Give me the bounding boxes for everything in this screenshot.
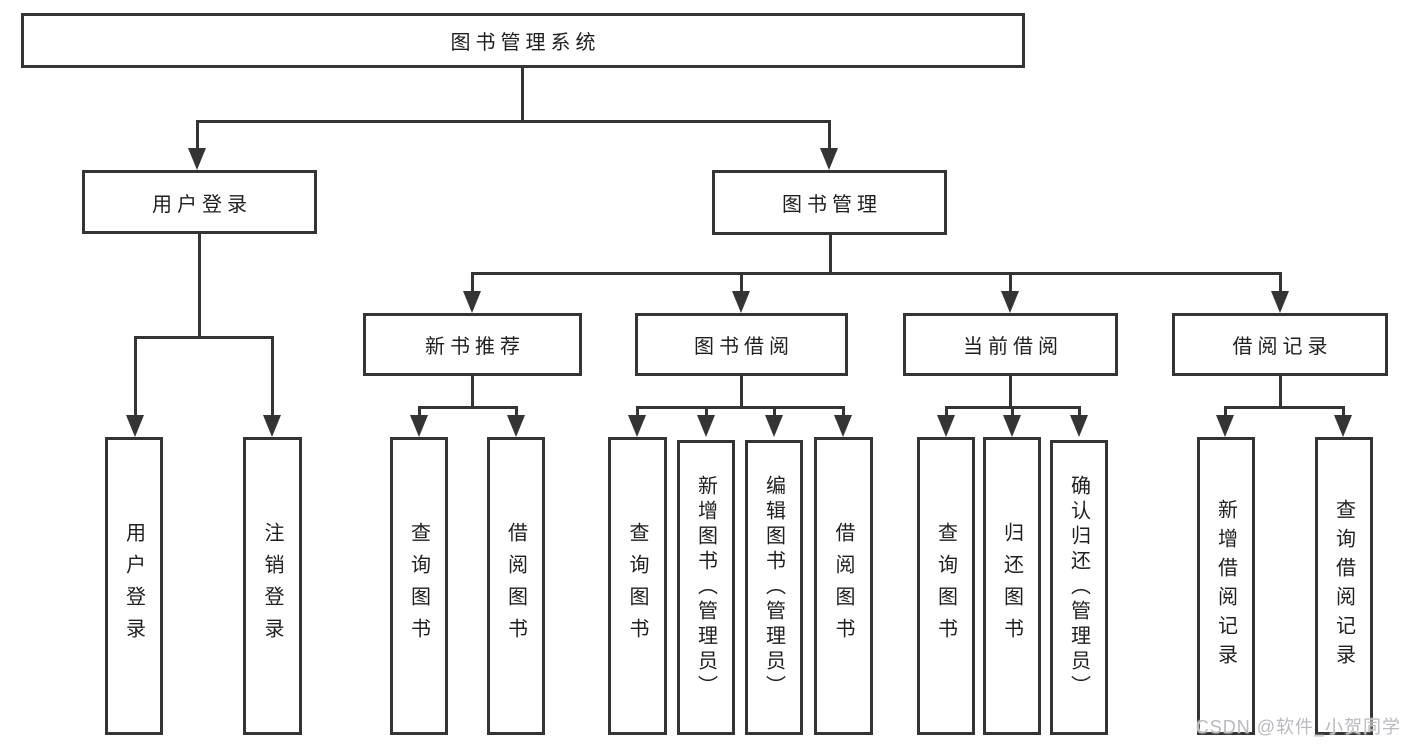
leaf-query-books-current: 查询图书 xyxy=(917,437,975,735)
arrow-down-icon xyxy=(463,291,481,313)
arrow-down-icon xyxy=(1070,415,1088,437)
arrow-down-icon xyxy=(188,148,206,170)
leaf-query-books-borrow: 查询图书 xyxy=(608,437,667,735)
node-new-book-recommend-label: 新书推荐 xyxy=(425,336,525,358)
leaf-edit-book-admin: 编辑图书（管理员） xyxy=(745,440,803,735)
leaf-query-borrow-record-label: 查询借阅记录 xyxy=(1332,499,1355,673)
arrow-down-icon xyxy=(1003,415,1021,437)
arrow-down-icon xyxy=(507,415,525,437)
node-book-management-label: 图书管理 xyxy=(782,194,882,216)
watermark: CSDN @软件_小贺同学 xyxy=(1195,717,1401,737)
connector-line xyxy=(636,406,845,409)
node-root-label: 图书管理系统 xyxy=(450,32,601,54)
node-user-login: 用户登录 xyxy=(82,170,317,234)
node-root: 图书管理系统 xyxy=(21,13,1025,68)
arrow-down-icon xyxy=(1271,291,1289,313)
leaf-logout-label: 注销登录 xyxy=(261,522,283,650)
node-new-book-recommend: 新书推荐 xyxy=(363,313,582,376)
connector-line xyxy=(471,272,474,292)
connector-line xyxy=(515,406,518,415)
node-book-management: 图书管理 xyxy=(712,170,947,235)
arrow-down-icon xyxy=(834,415,852,437)
connector-line xyxy=(829,235,832,272)
connector-line xyxy=(134,336,274,339)
node-current-borrow-label: 当前借阅 xyxy=(963,336,1063,358)
leaf-user-login-label: 用户登录 xyxy=(122,522,145,650)
arrow-down-icon xyxy=(1001,291,1019,313)
arrow-down-icon xyxy=(697,415,715,437)
arrow-down-icon xyxy=(628,415,646,437)
leaf-add-borrow-record: 新增借阅记录 xyxy=(1197,437,1255,735)
connector-line xyxy=(196,120,831,123)
connector-line xyxy=(471,272,1282,275)
connector-line xyxy=(1009,376,1012,406)
connector-line xyxy=(636,406,639,415)
connector-line xyxy=(134,336,137,415)
leaf-query-books-borrow-label: 查询图书 xyxy=(626,522,648,650)
connector-line xyxy=(1342,406,1345,415)
connector-line xyxy=(1279,272,1282,292)
leaf-query-books-current-label: 查询图书 xyxy=(934,522,957,650)
connector-line xyxy=(1009,272,1012,292)
arrow-down-icon xyxy=(410,415,428,437)
leaf-confirm-return-admin-label: 确认归还（管理员） xyxy=(1067,475,1090,700)
connector-line xyxy=(1224,406,1344,409)
leaf-add-book-admin-label: 新增图书（管理员） xyxy=(694,475,717,700)
connector-line xyxy=(1279,376,1282,406)
connector-line xyxy=(705,406,708,415)
leaf-return-books-label: 归还图书 xyxy=(1000,522,1023,650)
connector-line xyxy=(198,234,201,336)
connector-line xyxy=(271,336,274,415)
node-borrow-records: 借阅记录 xyxy=(1172,313,1388,376)
arrow-down-icon xyxy=(126,415,144,437)
connector-line xyxy=(471,376,474,406)
leaf-borrow-books-recommend-label: 借阅图书 xyxy=(504,522,527,650)
node-current-borrow: 当前借阅 xyxy=(903,313,1118,376)
node-book-borrow: 图书借阅 xyxy=(635,313,848,376)
connector-line xyxy=(1224,406,1227,415)
connector-line xyxy=(842,406,845,415)
arrow-down-icon xyxy=(820,148,838,170)
node-user-login-label: 用户登录 xyxy=(152,193,252,216)
arrow-down-icon xyxy=(1216,415,1234,437)
leaf-logout: 注销登录 xyxy=(243,437,302,735)
connector-line xyxy=(945,406,948,415)
leaf-borrow-books-borrow-label: 借阅图书 xyxy=(832,522,854,650)
leaf-add-book-admin: 新增图书（管理员） xyxy=(677,440,735,735)
node-borrow-records-label: 借阅记录 xyxy=(1232,336,1333,358)
leaf-return-books: 归还图书 xyxy=(983,437,1041,735)
connector-line xyxy=(1011,406,1014,415)
leaf-query-books-recommend-label: 查询图书 xyxy=(407,522,430,650)
connector-line xyxy=(521,68,524,120)
connector-line xyxy=(740,376,743,406)
connector-line xyxy=(1078,406,1081,415)
connector-line xyxy=(740,272,743,292)
leaf-edit-book-admin-label: 编辑图书（管理员） xyxy=(762,475,785,700)
leaf-borrow-books-recommend: 借阅图书 xyxy=(487,437,545,735)
arrow-down-icon xyxy=(765,415,783,437)
leaf-confirm-return-admin: 确认归还（管理员） xyxy=(1050,440,1108,735)
arrow-down-icon xyxy=(263,415,281,437)
connector-line xyxy=(418,406,518,409)
leaf-query-books-recommend: 查询图书 xyxy=(390,437,448,735)
arrow-down-icon xyxy=(732,291,750,313)
arrow-down-icon xyxy=(1334,415,1352,437)
leaf-add-borrow-record-label: 新增借阅记录 xyxy=(1214,499,1237,673)
connector-line xyxy=(418,406,421,415)
arrow-down-icon xyxy=(937,415,955,437)
leaf-query-borrow-record: 查询借阅记录 xyxy=(1315,437,1373,735)
connector-line xyxy=(196,120,199,150)
leaf-user-login: 用户登录 xyxy=(105,437,163,735)
connector-line xyxy=(773,406,776,415)
connector-line xyxy=(828,120,831,150)
leaf-borrow-books-borrow: 借阅图书 xyxy=(814,437,873,735)
node-book-borrow-label: 图书借阅 xyxy=(694,336,794,358)
